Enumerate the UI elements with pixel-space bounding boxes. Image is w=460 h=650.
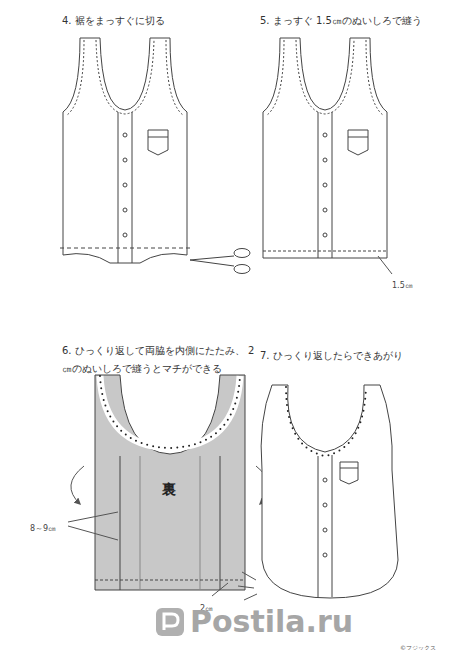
step-caption: 7. ひっくり返したらできあがり — [260, 345, 450, 363]
dimension: 1.5㎝ — [392, 274, 413, 292]
finished-bag — [238, 385, 398, 600]
tank-top — [60, 38, 190, 263]
scissors — [190, 249, 250, 274]
step-caption-text: 4. 裾をまっすぐに切る — [62, 15, 165, 26]
copyright-text: ©フジックス — [400, 644, 436, 650]
dimension-text: 1.5㎝ — [392, 281, 413, 290]
step-caption: 5. まっすぐ 1.5㎝のぬいしろで縫う — [260, 10, 450, 28]
side-mark-text: 裏 — [162, 481, 176, 497]
dimension-text: 8～9㎝ — [30, 524, 56, 533]
copyright: ©フジックス — [400, 636, 436, 650]
watermark-icon — [156, 608, 184, 636]
folded-bag — [68, 375, 269, 596]
tank-top-hemmed — [263, 38, 392, 274]
step-caption: 4. 裾をまっすぐに切る — [62, 10, 232, 28]
step-caption-text: 5. まっすぐ 1.5㎝のぬいしろで縫う — [260, 15, 422, 26]
dimension: 8～9㎝ — [30, 517, 56, 535]
watermark-text: Postila.ru — [190, 604, 353, 639]
side-mark: 裏 — [162, 480, 176, 499]
watermark: Postila.ru — [190, 602, 353, 643]
step-caption-text: 6. ひっくり返して両脇を内側にたたみ、 2㎝のぬいしろで縫うとマチができる — [62, 345, 254, 374]
step-caption: 6. ひっくり返して両脇を内側にたたみ、 2㎝のぬいしろで縫うとマチができる — [62, 340, 262, 376]
step-caption-text: 7. ひっくり返したらできあがり — [260, 350, 403, 361]
